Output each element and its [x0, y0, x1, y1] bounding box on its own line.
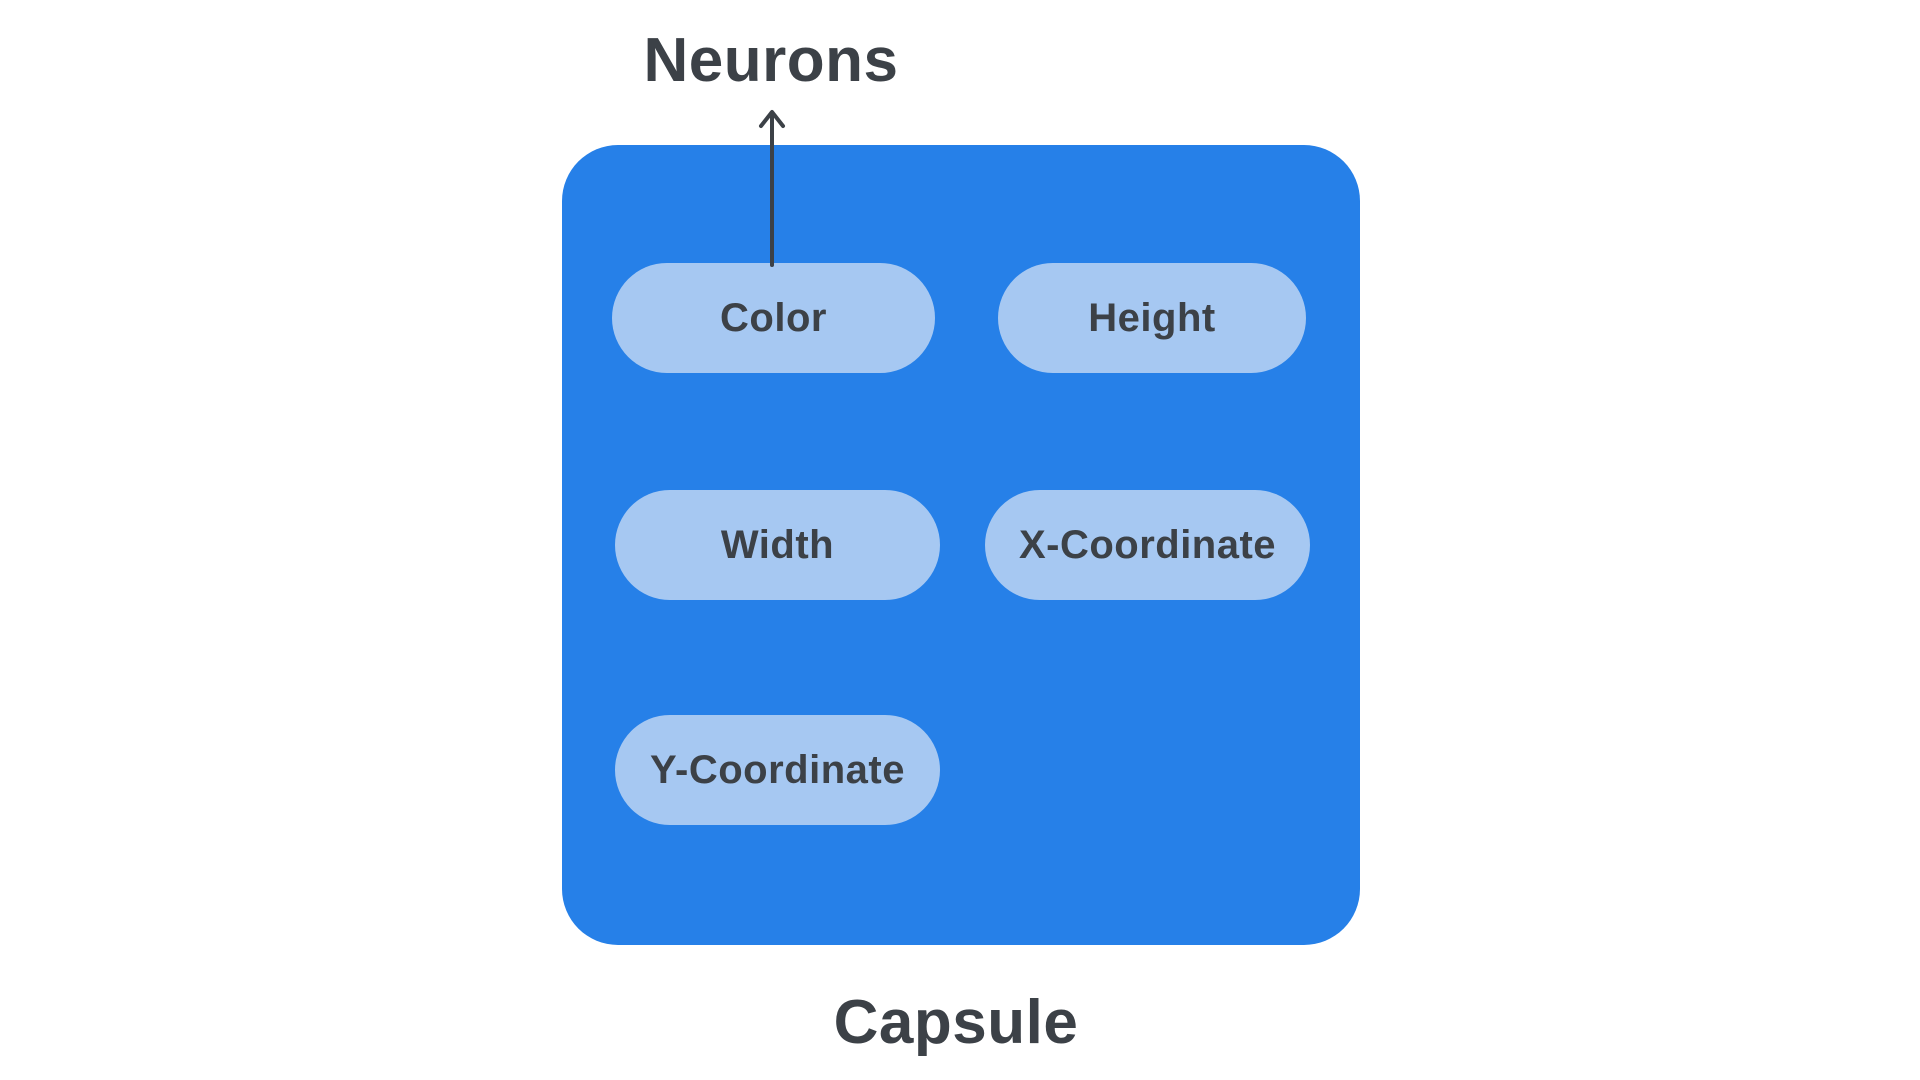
- capsule-title: Capsule: [833, 988, 1079, 1057]
- neuron-label-width: Width: [720, 522, 835, 567]
- neuron-label-x-coordinate: X-Coordinate: [1018, 522, 1277, 567]
- neuron-pill-color: Color: [612, 263, 935, 373]
- neuron-pill-width: Width: [615, 490, 940, 600]
- neuron-pill-y-coordinate: Y-Coordinate: [615, 715, 940, 825]
- neurons-title: Neurons: [643, 26, 899, 95]
- neuron-label-height: Height: [1088, 295, 1216, 340]
- neuron-label-color: Color: [720, 295, 827, 340]
- capsule-box: Color Height Width X-Coordinate Y-Coordi…: [562, 145, 1360, 945]
- neuron-label-y-coordinate: Y-Coordinate: [650, 747, 905, 792]
- neuron-pill-height: Height: [998, 263, 1306, 373]
- arrow-up-icon: [759, 110, 785, 267]
- neuron-pill-x-coordinate: X-Coordinate: [985, 490, 1310, 600]
